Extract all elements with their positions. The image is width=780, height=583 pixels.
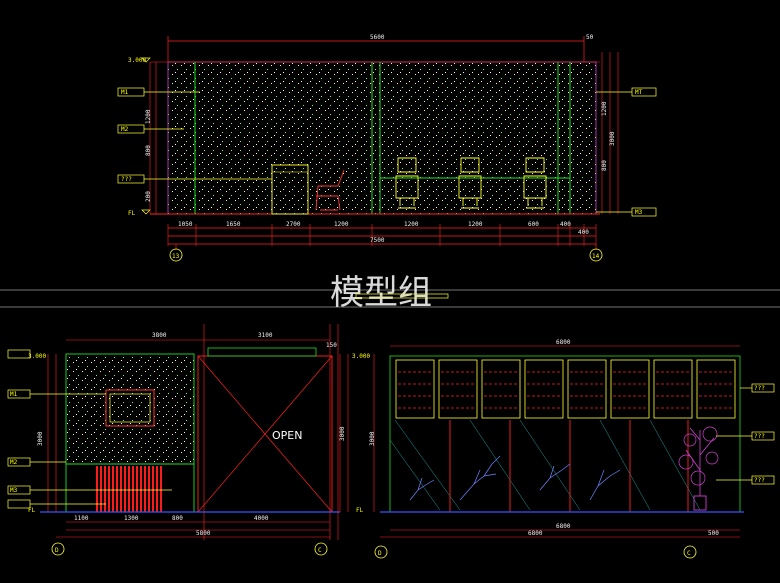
glass-hatch xyxy=(389,419,701,511)
glass-panel xyxy=(395,359,435,419)
elev1-top-dim: 5600 xyxy=(370,34,385,41)
elev1-bottom-dim: 1200 xyxy=(468,221,483,228)
axis-bubble-label: C xyxy=(687,550,691,557)
elev1-bottom-dim: 600 xyxy=(528,221,539,228)
material-tag: ??? xyxy=(754,433,765,440)
level-mark: FL xyxy=(356,507,364,514)
elev1-left-dim: 1200 xyxy=(145,109,152,124)
material-tag: M1 xyxy=(121,89,129,96)
glass-panel xyxy=(438,359,478,419)
material-tag: M2 xyxy=(121,126,129,133)
elev1-bottom-dim: 1050 xyxy=(178,221,193,228)
upper-glass-panels xyxy=(395,359,736,419)
watermark-text: 模型组 xyxy=(330,273,432,313)
reception-desk xyxy=(271,164,309,215)
axis-bubble-label: D xyxy=(55,547,59,554)
elev3-top-dim: 6800 xyxy=(556,339,571,346)
elev1-bottom-dim: 1650 xyxy=(226,221,241,228)
level-mark: 3.000 xyxy=(352,353,370,360)
elev2-right-dim: 3000 xyxy=(339,426,346,441)
elev2-top-dim: 3800 xyxy=(152,332,167,339)
chair-icon xyxy=(315,169,345,211)
elev1-bottom-dim: 2700 xyxy=(286,221,301,228)
material-tag: M1 xyxy=(10,391,18,398)
elevation-1: 5600 50 1050 1650 2700 1200 1200 1200 60… xyxy=(117,34,657,262)
material-tag: ??? xyxy=(754,385,765,392)
elev1-bottom-dim: 400 xyxy=(578,229,589,236)
slat-panel xyxy=(96,466,162,512)
elev3-left-dim: 3000 xyxy=(369,431,376,446)
elev2-bottom-dim: 1100 xyxy=(74,515,89,522)
elev2-bottom-dim: 1300 xyxy=(124,515,139,522)
glass-panel xyxy=(567,359,607,419)
material-tag: M3 xyxy=(635,209,643,216)
level-mark: 3.000 xyxy=(128,57,146,64)
elev1-wall-panel xyxy=(168,62,596,214)
material-tag: M2 xyxy=(10,459,18,466)
elev2-bottom-total: 5800 xyxy=(196,530,211,537)
elev1-bottom-dim: 1200 xyxy=(334,221,349,228)
open-sign: OPEN xyxy=(272,429,302,442)
material-tag: ??? xyxy=(121,176,132,183)
elev3-bottom-dim: 6800 xyxy=(528,530,543,537)
level-mark: FL xyxy=(128,210,136,217)
watermark-underline xyxy=(355,293,449,299)
elev2-bottom-dim: 800 xyxy=(172,515,183,522)
elev1-bottom-dim: 1200 xyxy=(404,221,419,228)
elevation-3: 6800 6800 6800 500 D C 3.000 FL 3000 ???… xyxy=(352,339,775,559)
axis-bubble-label: C xyxy=(318,547,322,554)
elev2-top-dim: 150 xyxy=(326,342,337,349)
elev1-right-dim: 800 xyxy=(601,160,608,171)
salon-chair-icon xyxy=(395,157,419,209)
salon-chair-icon xyxy=(523,157,547,209)
elev1-top-small-dim: 50 xyxy=(586,34,594,41)
glass-panel xyxy=(610,359,650,419)
glass-panel xyxy=(653,359,693,419)
section-separator xyxy=(0,289,780,308)
salon-chair-icon xyxy=(458,157,482,209)
elev1-left-dim: 800 xyxy=(145,145,152,156)
elev2-wall-panel xyxy=(66,354,194,464)
elev2-left-dim: 3000 xyxy=(37,431,44,446)
glass-panel xyxy=(696,359,736,419)
glass-panel xyxy=(481,359,521,419)
axis-bubble-label: D xyxy=(378,550,382,557)
level-mark: 3.000 xyxy=(28,353,46,360)
wall-frame xyxy=(105,389,155,427)
material-tag: MT xyxy=(635,89,643,96)
elev1-bottom-dim: 400 xyxy=(560,221,571,228)
axis-bubble-label: 14 xyxy=(592,253,600,260)
elev1-bottom-total: 7500 xyxy=(370,237,385,244)
level-mark: FL xyxy=(28,507,36,514)
elev1-right-dim: 3000 xyxy=(609,131,616,146)
elev3-bottom-dim: 500 xyxy=(708,530,719,537)
elev3-bottom-dim: 6800 xyxy=(556,523,571,530)
glass-panel xyxy=(524,359,564,419)
decal-branch-icon xyxy=(409,455,621,501)
elevation-2: OPEN 3800 3100 150 1100 1300 800 4000 58… xyxy=(7,324,349,556)
elev1-right-dim: 1200 xyxy=(601,101,608,116)
elev1-left-dim: 200 xyxy=(145,191,152,202)
material-tag: ??? xyxy=(754,477,765,484)
axis-bubble-label: 13 xyxy=(172,253,180,260)
material-tag: M3 xyxy=(10,487,18,494)
plant-icon xyxy=(678,426,719,511)
elev2-bottom-dim: 4000 xyxy=(254,515,269,522)
elev2-top-dim: 3100 xyxy=(258,332,273,339)
